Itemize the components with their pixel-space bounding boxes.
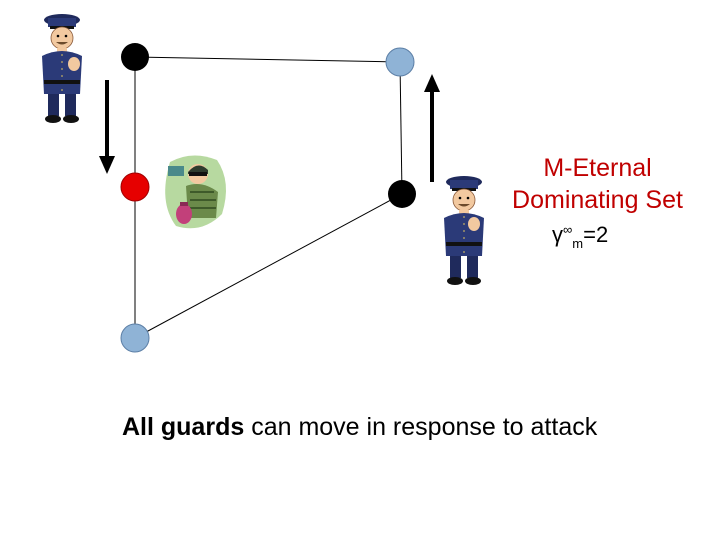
title-line-2: Dominating Set [512,186,683,214]
vertex-top-right-empty [385,47,415,77]
title-line-1: M-Eternal [543,154,652,182]
edge-diagonal [134,193,403,339]
caption: All guards can move in response to attac… [122,413,597,442]
gamma-value: =2 [583,222,609,247]
vertex-top-left-guard [121,43,149,71]
edge-top [134,56,401,63]
burglar-icon [165,155,226,229]
domination-number: γ∞m=2 [552,222,609,251]
police-guard-icon [42,14,82,123]
gamma-superscript: ∞ [563,222,573,237]
graph-edges [134,56,403,339]
caption-rest: can move in response to attack [244,413,598,441]
vertex-middle-right-guard [388,180,416,208]
arrow-down-icon [99,80,115,174]
title-block: M-Eternal Dominating Set [490,152,705,216]
gamma-subscript: m [572,236,584,251]
arrow-up-icon [424,74,440,182]
gamma-symbol: γ [552,222,563,247]
police-guard-icon [444,176,484,285]
vertex-bottom-left-empty [120,323,150,353]
caption-bold: All guards [122,413,245,441]
vertex-middle-left-attacked [120,172,150,202]
edge-right [399,61,403,195]
